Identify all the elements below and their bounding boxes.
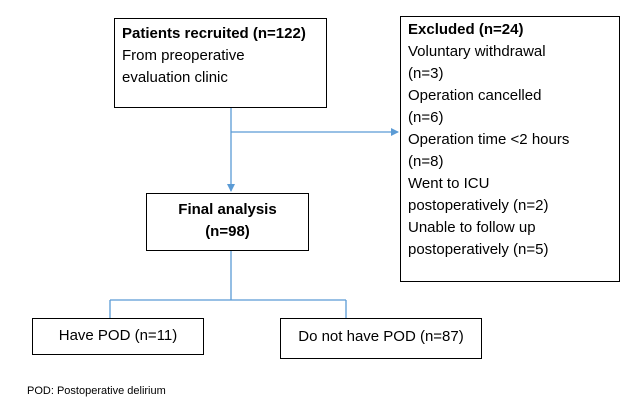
excluded-count: postoperatively (n=5): [408, 241, 549, 258]
no-pod-box: Do not have POD (n=87): [280, 318, 482, 359]
excluded-reason: Went to ICU: [408, 175, 490, 192]
final-analysis-title: Final analysis: [178, 201, 277, 218]
excluded-count: (n=6): [408, 109, 444, 126]
final-analysis-box: Final analysis (n=98): [146, 193, 309, 251]
no-pod-label: Do not have POD (n=87): [298, 328, 464, 345]
excluded-reason: Operation cancelled: [408, 87, 542, 104]
excluded-count: (n=3): [408, 65, 444, 82]
excluded-count: postoperatively (n=2): [408, 197, 549, 214]
footnote: POD: Postoperative delirium: [27, 385, 166, 397]
excluded-reason: Operation time <2 hours: [408, 131, 570, 148]
excluded-box: Excluded (n=24) Voluntary withdrawal (n=…: [400, 16, 620, 282]
excluded-title: Excluded (n=24): [408, 21, 524, 38]
recruited-line: From preoperative: [122, 47, 245, 64]
recruited-title: Patients recruited (n=122): [122, 25, 306, 42]
recruited-line: evaluation clinic: [122, 69, 228, 86]
excluded-count: (n=8): [408, 153, 444, 170]
excluded-reason: Unable to follow up: [408, 219, 536, 236]
final-analysis-count: (n=98): [205, 223, 250, 240]
excluded-reason: Voluntary withdrawal: [408, 43, 546, 60]
have-pod-label: Have POD (n=11): [58, 327, 178, 344]
have-pod-box: Have POD (n=11): [32, 318, 204, 355]
recruited-box: Patients recruited (n=122) From preopera…: [114, 18, 327, 108]
